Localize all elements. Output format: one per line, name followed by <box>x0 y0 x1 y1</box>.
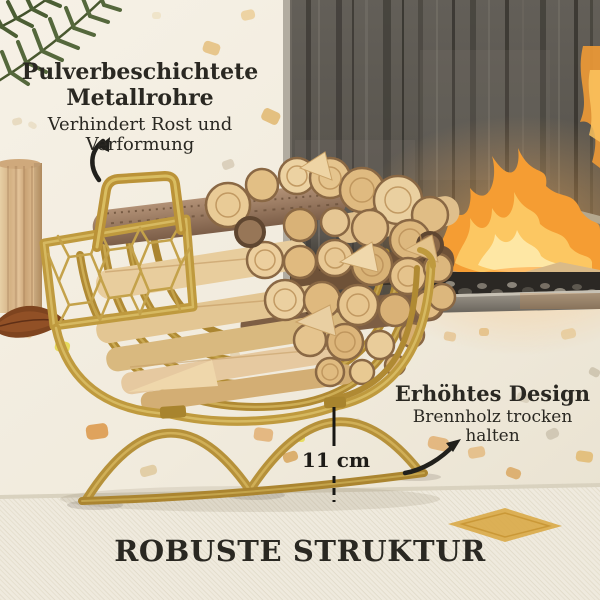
rug-diamond-motif <box>448 508 562 542</box>
wood-vase <box>0 159 42 313</box>
footer-title: ROBUSTE STRUKTUR <box>114 534 486 568</box>
rack-lattice-panel <box>39 214 198 331</box>
palm-leaf <box>0 0 122 86</box>
arrow-to-base-icon <box>402 439 461 476</box>
callout-powder-coating-subtitle: Verhindert Rost und Verformung <box>47 113 233 155</box>
callout-elevated-design: Erhöhtes Design Brennholz trocken halten <box>385 381 600 446</box>
rack-shadow <box>60 486 440 512</box>
measurement-height-label: 11 cm <box>301 448 371 472</box>
rack-handle <box>92 171 186 252</box>
callout-powder-coating-title-line1: Pulverbeschichtete <box>21 59 259 85</box>
firewood-rack <box>39 171 436 505</box>
log-pile <box>92 151 460 412</box>
fireplace-frame <box>283 0 290 307</box>
callout-powder-coating: Pulverbeschichtete Metallrohre Verhinder… <box>2 59 278 155</box>
rug <box>0 473 600 600</box>
callout-elevated-design-subtitle: Brennholz trocken halten <box>412 407 573 446</box>
callout-elevated-design-title: Erhöhtes Design <box>394 381 591 406</box>
callout-powder-coating-title-line2: Metallrohre <box>66 84 214 111</box>
hearth-ledge <box>426 290 600 313</box>
arrow-to-handle-icon <box>90 137 110 183</box>
